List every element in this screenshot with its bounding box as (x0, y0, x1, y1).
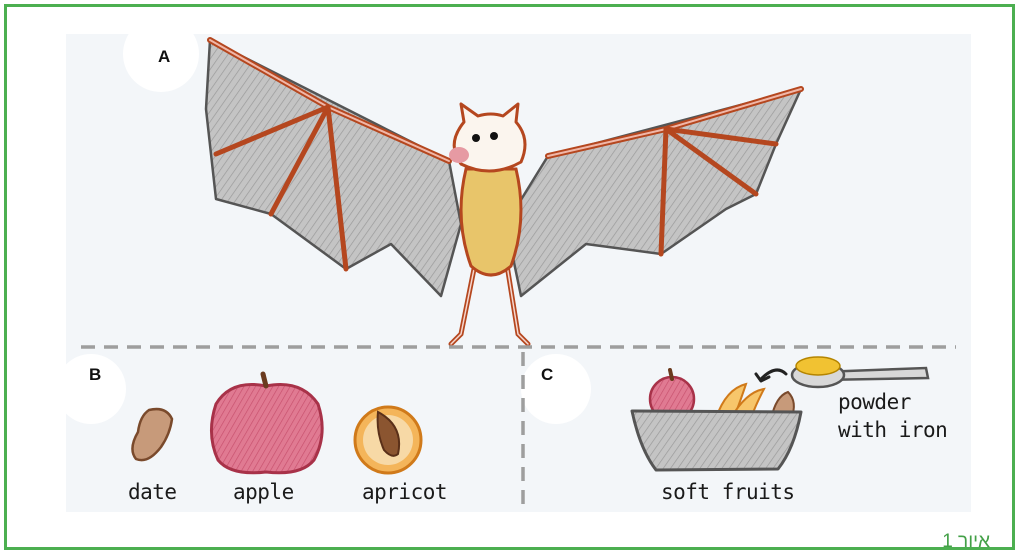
date-label: date (128, 480, 177, 504)
illustration-area: A B C date apple apricot soft fruits pow… (66, 34, 971, 512)
arrow-icon (756, 370, 786, 381)
apricot-icon (355, 407, 421, 473)
apple-label: apple (233, 480, 294, 504)
illustration-svg (66, 34, 971, 512)
figure-frame: A B C date apple apricot soft fruits pow… (4, 4, 1015, 550)
panel-c-blob (521, 354, 591, 424)
spoon-icon (792, 357, 928, 387)
powder-label-line1: powder (838, 390, 911, 414)
bat-illustration (206, 40, 801, 344)
date-fruit-icon (132, 409, 172, 460)
figure-caption: איור 1 (942, 531, 990, 553)
panel-c-label: C (541, 365, 553, 385)
panel-a-label: A (158, 47, 170, 67)
fruit-bowl-icon (632, 370, 801, 470)
apple-icon (211, 374, 322, 473)
powder-label-line2: with iron (838, 418, 947, 442)
soft-fruits-label: soft fruits (661, 480, 795, 504)
apricot-label: apricot (362, 480, 447, 504)
panel-b-label: B (89, 365, 101, 385)
